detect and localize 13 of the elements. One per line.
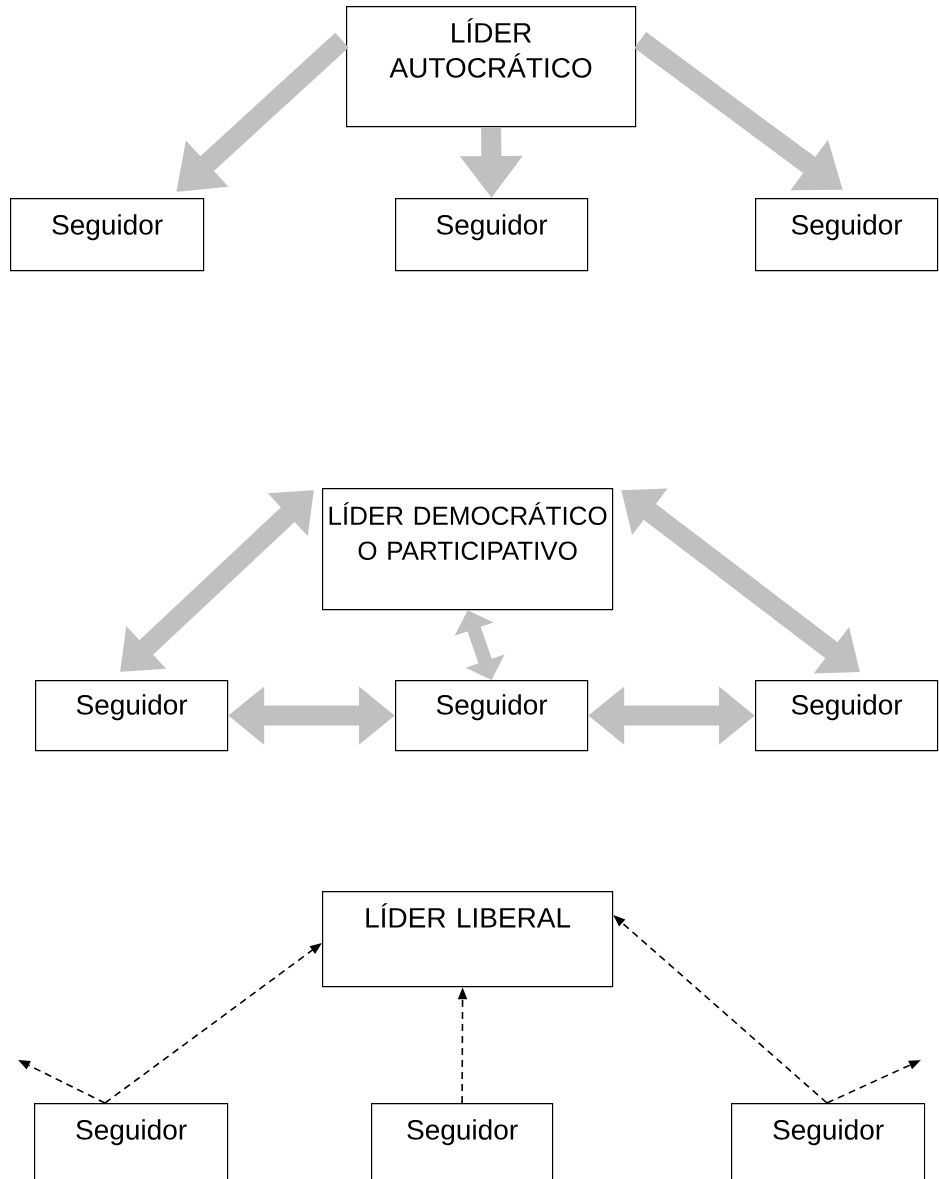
box: LÍDER DEMOCRÁTICO O PARTICIPATIVO xyxy=(322,488,614,611)
box: Seguidor xyxy=(10,198,205,272)
box: Seguidor xyxy=(395,198,589,272)
box: LÍDER AUTOCRÁTICO xyxy=(346,6,637,128)
box: Seguidor xyxy=(34,1103,229,1179)
box: Seguidor xyxy=(35,680,229,752)
box: LÍDER LIBERAL xyxy=(322,891,614,988)
arrow xyxy=(120,490,314,672)
box: Seguidor xyxy=(755,680,939,752)
box: Seguidor xyxy=(371,1103,554,1179)
box: Seguidor xyxy=(395,680,589,752)
box: Seguidor xyxy=(755,198,939,272)
box: Seguidor xyxy=(731,1103,926,1179)
